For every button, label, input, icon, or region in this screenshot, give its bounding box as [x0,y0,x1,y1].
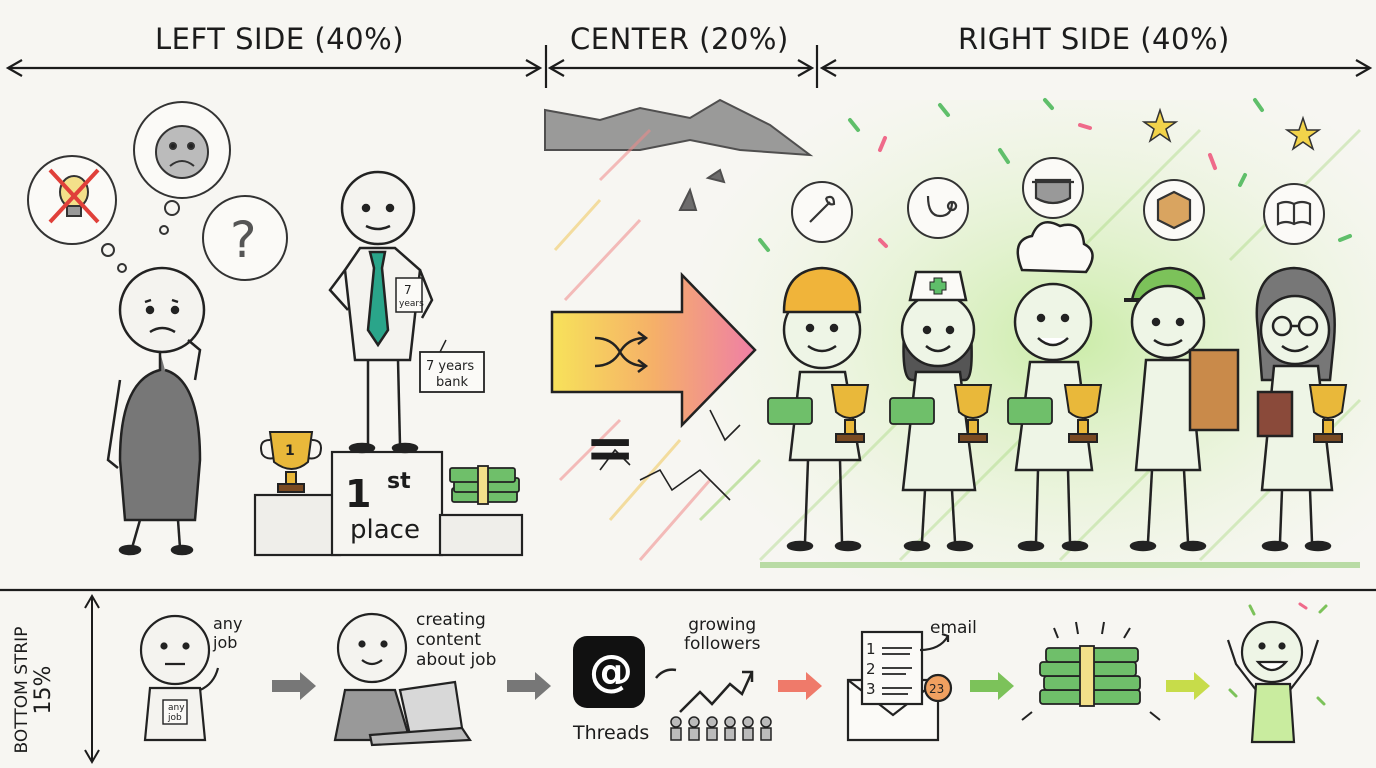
job-badge [162,699,188,725]
right-money [767,397,1053,425]
right-trophies [830,384,1348,443]
thought-bubble-question: ? [202,195,288,281]
star-icon [1141,107,1322,151]
thought-bubble-lightbulb [27,155,117,245]
step3-note-line1: growing [688,615,757,635]
arrow-icon [507,672,551,700]
badge-line1: 7 [404,283,412,297]
celebration-confetti [1228,602,1328,706]
step1-note-line2: job [213,633,238,652]
package-icon [1188,348,1240,432]
sign-line2: bank [436,375,468,390]
equals-sign: = [585,413,635,483]
followers-crowd-icon [670,716,772,741]
growth-chart-icon [655,668,754,713]
trophy-icon [830,384,870,443]
header-right-label: RIGHT SIDE (40%) [958,22,1230,56]
laptop-icon [398,680,464,737]
step1-note: any job [213,614,242,652]
arrow-icon [272,672,316,700]
sad-face-icon [155,125,209,179]
money-icon [889,397,935,425]
badge-line2: years [399,299,424,309]
sparkle-lines [1021,621,1161,721]
happy-person [1226,620,1320,744]
teacher [1255,266,1336,552]
podium-place-text: place [350,515,420,545]
svg-text:@: @ [589,646,633,697]
threads-app-icon [573,636,645,708]
sign-line1: 7 years [426,359,474,374]
step1-person [139,614,220,742]
threads-app-label: Threads [572,722,649,744]
confused-person [106,266,206,556]
job-badge-line2: job [167,713,182,723]
bottom-strip-label: BOTTOM STRIP 15% [11,615,56,765]
name-badge [395,277,423,313]
trophy-icon [953,384,993,443]
confetti [758,98,1352,252]
cracked-wall [544,98,814,211]
trophy-icon [260,431,322,493]
arrow-icon [778,672,822,700]
crack-lines [599,409,741,501]
color-streaks [553,128,762,561]
email-list-item-3: 3 [866,680,876,698]
podium [253,450,524,557]
bottom-strip-label-line2: 15% [31,665,56,715]
briefcase-sign [419,351,485,393]
shuffle-icon [594,331,649,373]
email-list-item-1: 1 [866,640,876,658]
transformation-arrow [550,271,757,429]
trophy-number: 1 [285,443,295,459]
money-icon [1007,397,1053,425]
hard-hat-icon [782,266,862,314]
thought-bubble-sad [133,101,231,199]
trophy-icon [1308,384,1348,443]
wrench-icon [791,181,853,243]
arrow-icon [970,672,1014,700]
step2-note-line1: creating [416,610,486,630]
step1-note-line1: any [213,614,243,633]
banker-person [328,170,485,454]
bottom-strip-height-arrow [84,594,100,764]
header-left-label: LEFT SIDE (40%) [155,22,405,56]
bottom-strip-label-line1: BOTTOM STRIP [12,626,32,754]
question-mark-icon: ? [230,211,257,269]
step3-note: growing followers [684,616,760,654]
step2-note-line3: about job [416,650,497,670]
header-center-label: CENTER (20%) [570,22,789,56]
podium-rank: 1 [345,472,371,516]
crossed-lightbulb-icon [48,168,100,224]
podium-rank-suffix: st [387,469,411,494]
step2-note-line2: content [416,630,482,650]
step2-person-laptop [333,612,472,747]
money-pile-icon [1039,645,1141,707]
money-stack-icon [449,465,520,505]
delivery-person [1124,266,1240,552]
header-dimension-arrows [5,45,1373,88]
step2-note: creating content about job [416,610,496,670]
step3-note-line2: followers [684,634,761,654]
stethoscope-icon [907,177,969,239]
chef-hat-icon [1016,221,1094,274]
step4-note: email [930,618,977,638]
email-list-item-2: 2 [866,660,876,678]
book-held-icon [1256,390,1294,438]
email-count-badge: 23 [929,682,944,696]
trophy-icon [1063,384,1103,443]
job-badge-line1: any [168,703,185,713]
money-icon [767,397,813,425]
arrow-icon [1166,672,1210,700]
email-envelope-icon [846,630,953,742]
step-arrows [272,672,1210,700]
